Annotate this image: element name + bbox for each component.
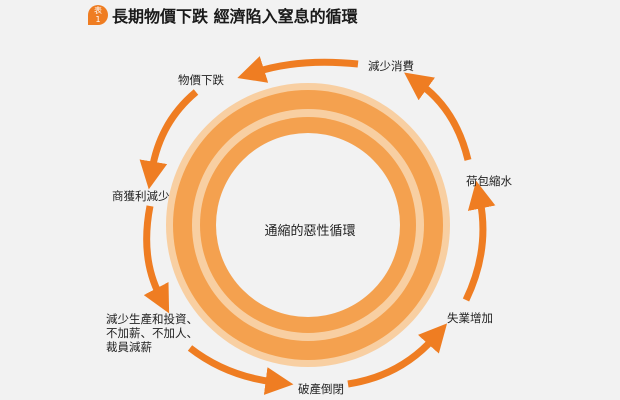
arrow-bankruptcy-to-unemployment	[347, 323, 448, 388]
page-title: 長期物價下跌 經濟陷入窒息的循環	[112, 7, 358, 26]
step-cut-production-line-2: 不加薪、不加人、	[106, 326, 198, 340]
arrow-income-to-consumption	[404, 72, 472, 161]
center-label: 通縮的惡性循環	[264, 224, 356, 239]
arrow-unemployment-to-income	[462, 180, 496, 302]
header: 表 1 長期物價下跌 經濟陷入窒息的循環	[88, 4, 358, 26]
arrow-price-to-profit	[139, 89, 199, 190]
step-bankruptcy: 破產倒閉	[298, 382, 344, 396]
step-cut-production: 減少生產和投資、 不加薪、不加人、 裁員減薪	[106, 312, 198, 354]
arrow-consumption-to-price	[237, 56, 359, 83]
arrow-profit-to-production	[143, 205, 170, 314]
step-unemployment-rise: 失業增加	[447, 311, 493, 325]
step-reduce-consumption: 減少消費	[368, 59, 414, 73]
arrow-production-to-bankruptcy	[187, 345, 294, 395]
ring-center	[216, 133, 400, 317]
badge-top-text: 表	[94, 6, 102, 15]
step-income-shrink: 荷包縮水	[466, 174, 512, 188]
step-cut-production-line-3: 裁員減薪	[106, 340, 152, 354]
badge-bottom-text: 1	[95, 15, 101, 24]
figure-badge: 表 1	[88, 5, 108, 25]
step-cut-production-line-1: 減少生產和投資、	[106, 312, 198, 326]
step-price-drop: 物價下跌	[178, 73, 224, 87]
step-profit-decline: 商獲利減少	[112, 189, 170, 203]
